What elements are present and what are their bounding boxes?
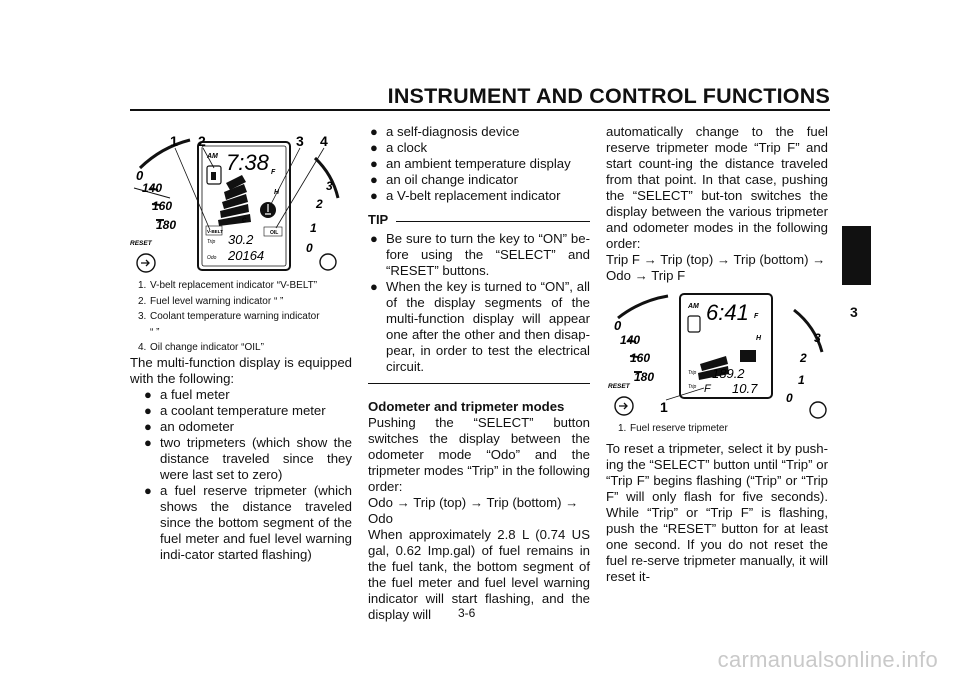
list-item: ●a coolant temperature meter [144,403,326,418]
trip-readout: 30.2 [228,232,254,247]
list-item: ●a fuel meter [144,387,230,402]
speedo-label-160: 160 [630,351,650,365]
tip-item: ●Be sure to turn the key to “ON” be-fore… [370,231,590,278]
speedo-label-0: 0 [614,318,622,333]
speedo-label-180: 180 [156,218,176,232]
tacho-label-3: 3 [326,179,333,193]
mode-order: Odo → Trip (top) → Trip (bottom) → Odo [368,495,579,526]
list-item: ●an ambient temperature display [370,156,571,171]
list-item: ●a clock [370,140,428,155]
am-label: AM [206,153,218,160]
speedo-label-180: 180 [634,370,654,384]
temp-h-label: H [756,335,762,342]
page-number: 3-6 [458,606,476,620]
temp-c-label: C [242,218,247,224]
fuel-warning-icon [687,315,701,333]
paragraph: To reset a tripmeter, select it by push-… [606,441,828,584]
odo-readout: 20164 [227,248,264,263]
callout-3: 3 [296,133,304,149]
paragraph: Pushing the “SELECT” button switches the… [368,415,590,494]
caption-item: 1.V-belt replacement indicator “V-BELT” [138,280,318,291]
reset-label: RESET [608,383,631,390]
column-1: The multi-function display is equipped w… [130,355,352,563]
instrument-figure-2: 0 140 160 180 RESET AM 6:41 F H Trip 189… [608,290,830,425]
chapter-tab[interactable] [842,226,871,285]
reset-button[interactable] [614,396,634,416]
list-item: ●a fuel reserve tripmeter (which shows t… [144,483,352,562]
tacho-label-2: 2 [799,351,807,365]
mode-order: Trip F → Trip (top) → Trip (bottom) → Od… [606,252,826,283]
tip-rule-top [396,221,590,222]
page-header-title: INSTRUMENT AND CONTROL FUNCTIONS [387,84,830,108]
tacho-arc [313,156,340,199]
am-label: AM [687,303,699,310]
header-rule [130,109,830,111]
tacho-label-1: 1 [798,373,805,387]
callout-1: 1 [170,133,178,149]
intro-paragraph: The multi-function display is equipped w… [130,355,352,386]
reset-button[interactable] [136,253,156,273]
speedo-label-140: 140 [142,181,162,195]
instrument-figure-1: 0 140 160 180 RESET AM 7:38 F C F H V-BE… [130,128,340,274]
column-3-lower: To reset a tripmeter, select it by push-… [606,441,828,585]
paragraph: When approximately 2.8 L (0.74 US gal, 0… [368,527,590,622]
chapter-tab-number: 3 [850,304,858,320]
tacho-label-1: 1 [310,221,317,235]
list-item: ●a V-belt replacement indicator [370,188,561,203]
column-2: ●a self-diagnosis device ●a clock ●an am… [368,124,590,623]
figure1-captions: 1.V-belt replacement indicator “V-BELT” … [138,278,348,356]
list-item: ●a self-diagnosis device [370,124,520,139]
tripf-readout: 10.7 [732,381,758,396]
tacho-label-0: 0 [306,241,313,255]
select-button[interactable] [319,253,337,271]
figure2-captions: 1.Fuel reserve tripmeter [618,421,828,437]
speedo-label-0: 0 [136,168,144,183]
paragraph: automatically change to the fuel reserve… [606,124,828,251]
tacho-label-2: 2 [315,197,323,211]
oil-indicator: OIL [270,230,278,236]
caption-item: 2.Fuel level warning indicator “ ” [138,295,284,307]
list-item: ●an oil change indicator [370,172,518,187]
lcd-display [197,141,291,271]
odo-label: Odo [207,255,217,261]
coolant-temp-icon [740,350,756,362]
speedo-label-160: 160 [152,199,172,213]
reset-label: RESET [130,240,153,247]
list-item: ●an odometer [144,419,235,434]
tacho-label-3: 3 [814,331,821,345]
caption-item: 3.Coolant temperature warning indicator [138,311,320,322]
tacho-label-0: 0 [786,391,793,405]
lcd-display [679,293,773,399]
caption-item: 1.Fuel reserve tripmeter [618,423,728,434]
callout-4: 4 [320,133,328,149]
tip-rule-bottom [368,383,590,384]
tip-label: TIP [368,212,389,227]
trip-label: Trip [207,239,215,245]
speedo-label-140: 140 [620,333,640,347]
tip-item: ●When the key is turned to “ON”, all of … [370,279,590,374]
trip-readout: 189.2 [712,366,745,381]
clock-readout: 6:41 [706,300,749,325]
section-heading: Odometer and tripmeter modes [368,399,565,414]
clock-readout: 7:38 [226,150,270,175]
tripf-f-label: F [704,383,712,395]
vbelt-indicator: V-BELT [207,229,223,234]
column-3: automatically change to the fuel reserve… [606,124,828,284]
fuel-full-label: F [271,169,276,176]
tripf-label: Trip [688,384,696,390]
watermark-url: carmanualsonline.info [717,647,938,672]
callout-1: 1 [660,399,668,415]
fuel-full-label: F [754,313,759,320]
caption-item: “ ” [150,326,160,338]
caption-item: 4.Oil change indicator “OIL” [138,342,264,353]
fuel-warning-icon [206,165,222,185]
speedo-arc [138,138,191,170]
list-item: ●two tripmeters (which show the distance… [144,435,352,482]
callout-2: 2 [198,133,206,149]
select-button[interactable] [809,401,827,419]
trip-label: Trip [688,370,696,376]
